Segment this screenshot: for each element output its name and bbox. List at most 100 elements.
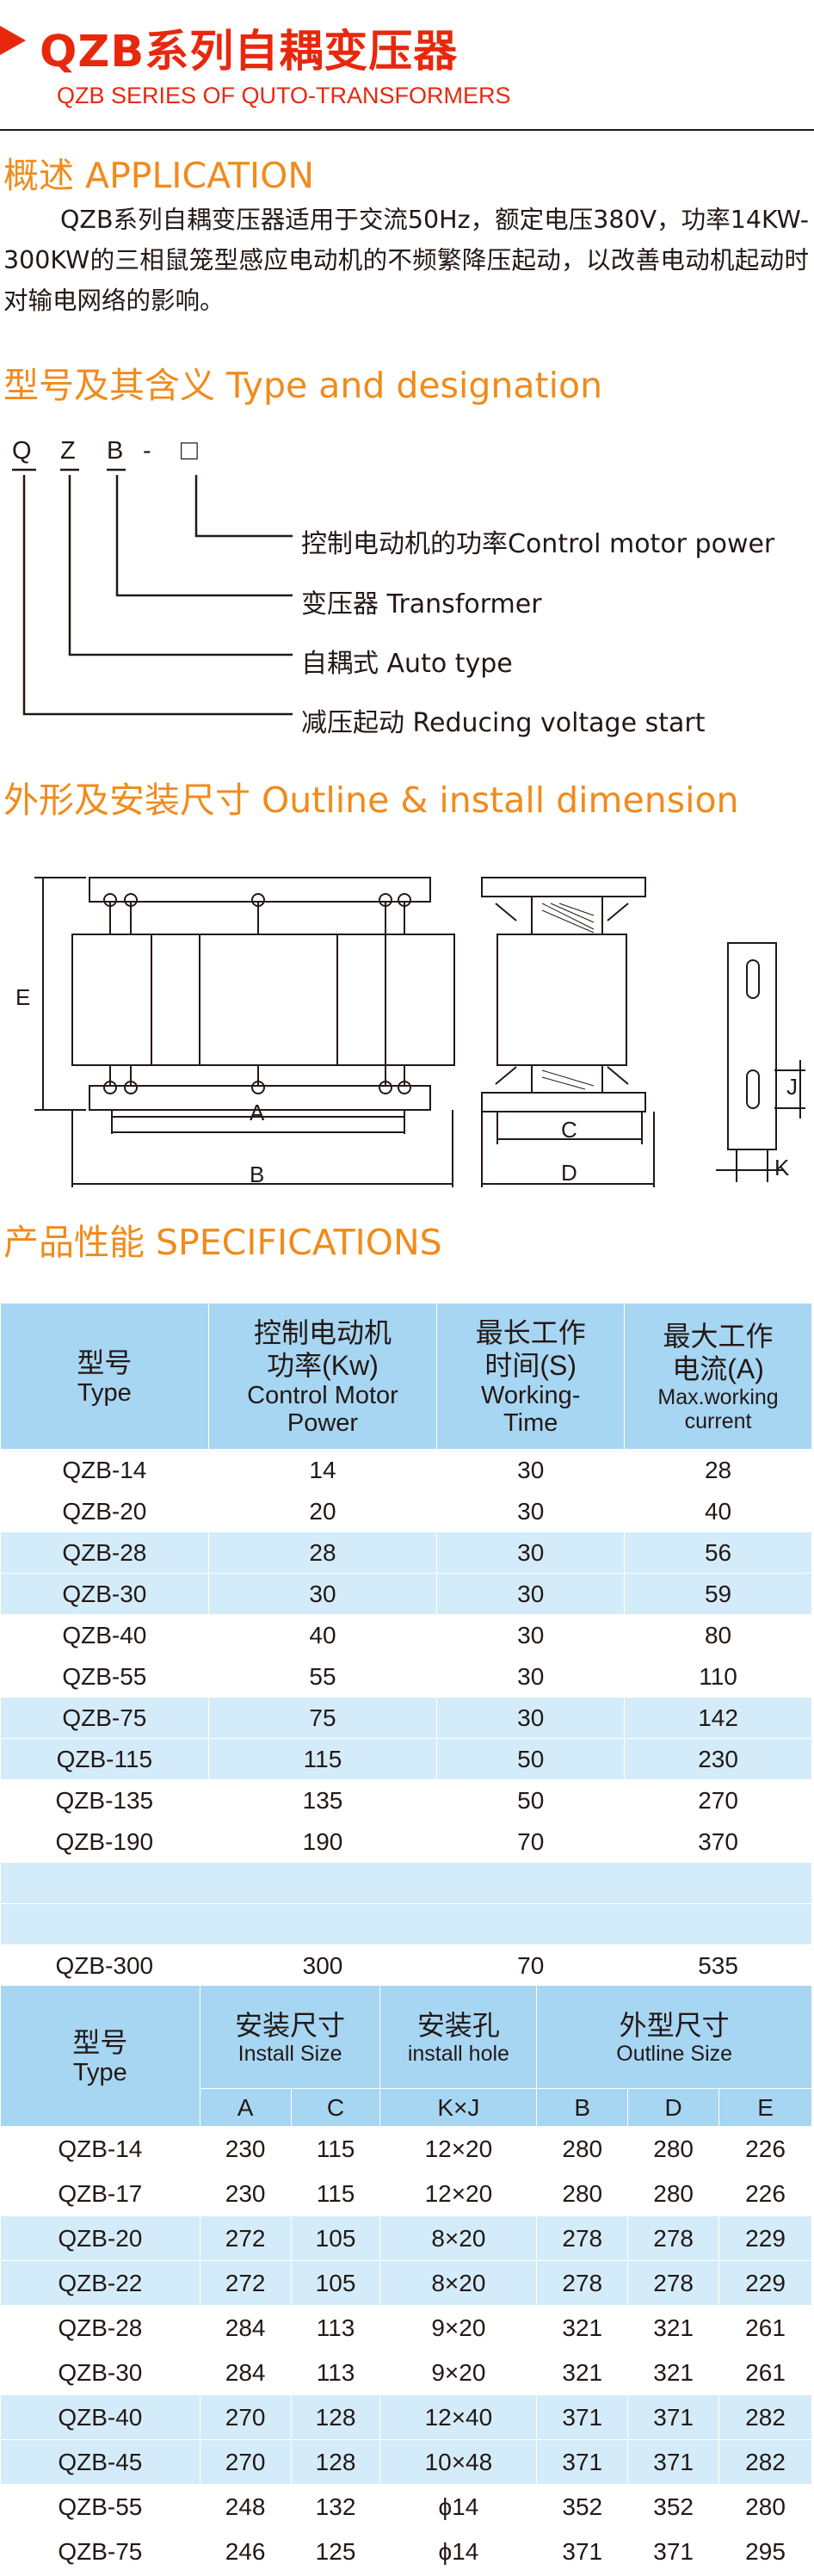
table-cell: 56 xyxy=(624,1531,812,1574)
page-subtitle: QZB SERIES OF QUTO-TRANSFORMERS xyxy=(57,83,511,108)
table-cell: D xyxy=(627,2088,720,2127)
table-cell: 105 xyxy=(290,2215,381,2261)
application-body: QZB系列自耦变压器适用于交流50Hz，额定电压380V，功率14KW-300K… xyxy=(3,206,809,315)
table-cell: 28 xyxy=(624,1449,812,1491)
table-cell: 278 xyxy=(627,2260,720,2306)
table-cell: 321 xyxy=(627,2305,720,2351)
table-cell: 295 xyxy=(718,2529,812,2574)
dim-label-j: J xyxy=(786,1074,798,1100)
designation-item-power: 控制电动机的功率Control motor power xyxy=(301,529,775,559)
table-cell: QZB-190 xyxy=(0,1821,209,1863)
designation-bracket-lines xyxy=(12,468,293,716)
table-cell: 371 xyxy=(627,2529,720,2574)
code-letter-b: B xyxy=(107,437,124,465)
spec-header-time: 最长工作 时间(S)Working- Time xyxy=(436,1303,626,1450)
table-cell: 261 xyxy=(718,2305,812,2351)
table-cell: QZB-30 xyxy=(0,2350,200,2395)
table-cell: 278 xyxy=(627,2215,720,2261)
table-cell: 8×20 xyxy=(379,2260,538,2306)
table-cell: 30 xyxy=(436,1531,626,1574)
dim-label-c: C xyxy=(561,1117,577,1143)
outline-heading: 外形及安装尺寸 Outline & install dimension xyxy=(3,780,739,821)
dim-label-a: A xyxy=(250,1100,265,1125)
code-letter-z: Z xyxy=(60,437,76,465)
application-heading: 概述 APPLICATION xyxy=(3,155,315,196)
table-cell: 371 xyxy=(536,2529,629,2574)
spec-header-current: 最大工作 电流(A)Max.working current xyxy=(624,1303,812,1450)
table-cell: 30 xyxy=(436,1697,626,1739)
table-cell: QZB-40 xyxy=(0,1614,209,1656)
table-cell: 30 xyxy=(436,1573,626,1615)
table-cell: 55 xyxy=(207,1655,438,1698)
table-cell: 321 xyxy=(536,2350,629,2395)
table-cell: 132 xyxy=(290,2484,381,2530)
table-cell: 282 xyxy=(718,2394,812,2440)
table-cell: 371 xyxy=(536,2439,629,2485)
table-cell: 12×40 xyxy=(379,2394,538,2440)
table-cell: 128 xyxy=(290,2439,381,2485)
table-cell: 20 xyxy=(207,1490,438,1532)
table-cell: E xyxy=(718,2088,812,2127)
table-cell: 280 xyxy=(627,2171,720,2216)
table-cell: 9×20 xyxy=(379,2305,538,2351)
table-cell: 280 xyxy=(627,2126,720,2172)
table-cell: QZB-20 xyxy=(0,2215,200,2261)
dim-label-e: E xyxy=(15,984,30,1010)
table-cell: 80 xyxy=(624,1614,812,1656)
table-cell: 115 xyxy=(207,1738,438,1780)
table-cell: 50 xyxy=(436,1779,626,1821)
table-cell: 110 xyxy=(624,1655,812,1698)
table-cell: 40 xyxy=(207,1614,438,1656)
table-cell: 230 xyxy=(199,2171,292,2216)
table-cell: 14 xyxy=(207,1449,438,1491)
table-cell: QZB-30 xyxy=(0,1573,209,1615)
table-cell: 300 xyxy=(207,1944,438,1987)
table-cell: 272 xyxy=(199,2215,292,2261)
table-cell: 270 xyxy=(199,2394,292,2440)
code-dash: - xyxy=(143,437,151,465)
table-cell: 30 xyxy=(436,1614,626,1656)
table-cell: 70 xyxy=(436,1821,626,1863)
header-divider xyxy=(0,129,814,131)
table-cell: QZB-17 xyxy=(0,2171,200,2216)
table-cell: QZB-28 xyxy=(0,2305,200,2351)
table-cell: 284 xyxy=(199,2350,292,2395)
table-cell: C xyxy=(290,2088,381,2127)
table-cell: QZB-22 xyxy=(0,2260,200,2306)
code-letter-q: Q xyxy=(12,437,32,465)
table-cell: 371 xyxy=(627,2439,720,2485)
table-row xyxy=(0,1903,812,1945)
table-cell: 230 xyxy=(199,2126,292,2172)
table-cell xyxy=(0,1903,812,1945)
table-cell: 40 xyxy=(624,1490,812,1532)
table-cell: 282 xyxy=(718,2439,812,2485)
table-cell: 75 xyxy=(207,1697,438,1739)
table-cell: 50 xyxy=(436,1738,626,1780)
page-title: QZB系列自耦变压器 xyxy=(40,27,459,77)
table-cell: 28 xyxy=(207,1531,438,1574)
table-cell xyxy=(0,1862,812,1904)
table-cell: 12×20 xyxy=(379,2171,538,2216)
table-cell: 370 xyxy=(624,1821,812,1863)
table-cell: QZB-45 xyxy=(0,2439,200,2485)
table-cell: 229 xyxy=(718,2260,812,2306)
table-cell: 115 xyxy=(290,2126,381,2172)
table-cell: 321 xyxy=(536,2305,629,2351)
table-cell: 113 xyxy=(290,2350,381,2395)
table-cell: 12×20 xyxy=(379,2126,538,2172)
table-cell: 280 xyxy=(536,2126,629,2172)
